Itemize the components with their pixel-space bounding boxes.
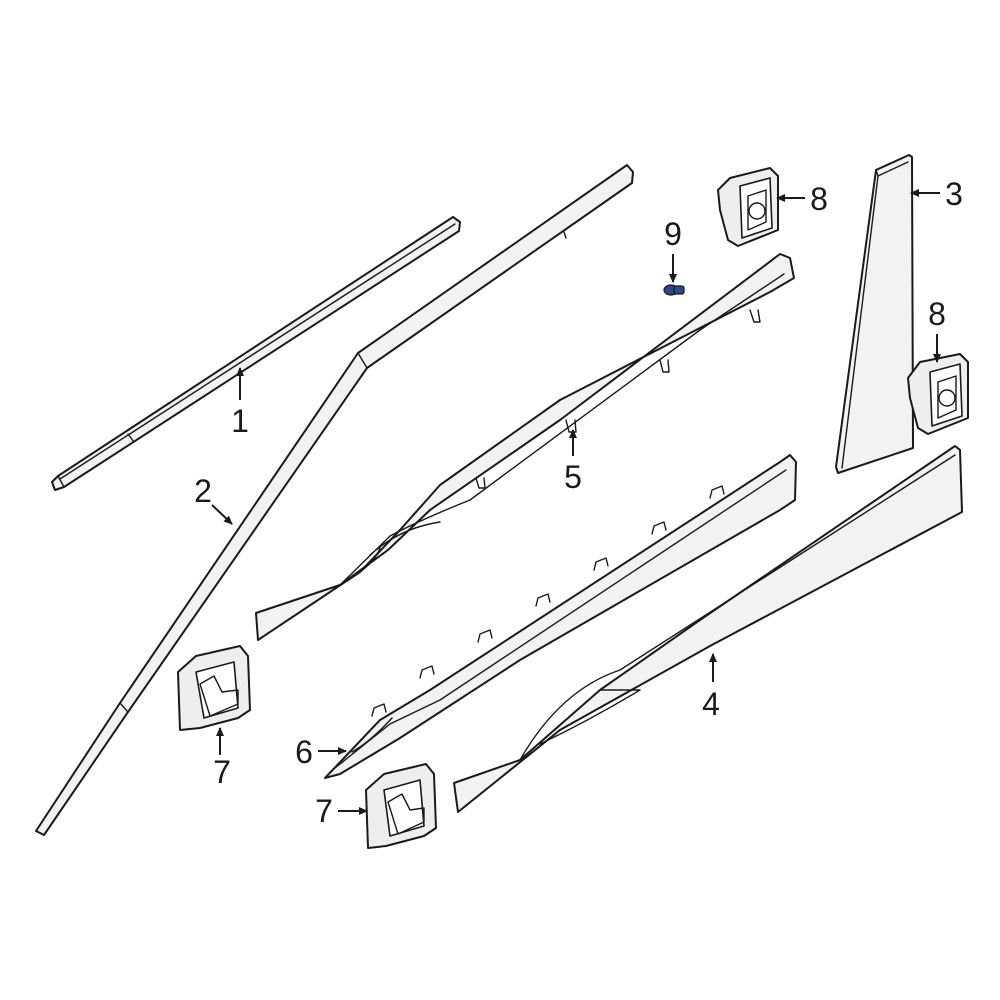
callout-4: 4 (702, 686, 720, 722)
callout-9: 9 (664, 216, 682, 252)
callout-5: 5 (564, 459, 582, 495)
part-9-screw (663, 284, 685, 296)
part-8-clip-upper (717, 167, 779, 247)
part-3-pillar-applique (835, 154, 914, 474)
part-2-roof-trim-strip (35, 164, 634, 836)
part-8-clip-lower (907, 353, 969, 435)
part-4-rocker-panel (453, 445, 963, 813)
callout-1: 1 (231, 403, 249, 439)
callout-3: 3 (945, 176, 963, 212)
leader-2 (211, 504, 233, 525)
part-1-belt-molding (51, 216, 461, 491)
callout-6: 6 (295, 734, 313, 770)
part-7-clip-left (177, 645, 251, 731)
part-7-clip-right (365, 763, 437, 849)
callout-7a: 7 (213, 754, 231, 790)
callout-8b: 8 (928, 296, 946, 332)
part-6-lower-door-trim (324, 454, 797, 779)
callout-8a: 8 (810, 181, 828, 217)
callout-2: 2 (194, 473, 212, 509)
part-5-door-molding (255, 253, 795, 641)
callout-7b: 7 (315, 793, 333, 829)
